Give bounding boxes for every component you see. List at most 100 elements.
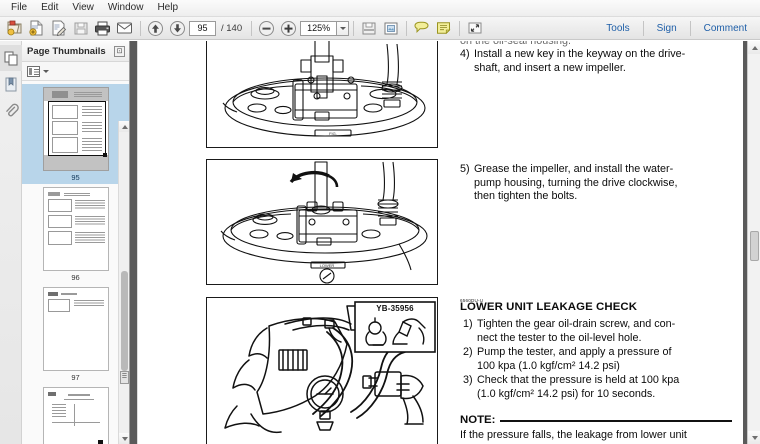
email-button[interactable] [114, 19, 135, 38]
previous-page-icon [148, 20, 163, 36]
fit-width-button[interactable] [358, 19, 379, 38]
menu-bar: File Edit View Window Help [0, 0, 760, 17]
step-5-body: Grease the impeller, and install the wat… [474, 163, 678, 203]
check-step-2-body: Pump the tester, and apply a pressure of… [477, 346, 672, 372]
figure-2-artwork: LOWER [220, 161, 428, 284]
page-total-label: / 140 [221, 22, 243, 34]
zoom-dropdown-button[interactable] [336, 20, 350, 36]
zoom-out-button[interactable] [256, 19, 277, 38]
print-icon [95, 21, 110, 35]
create-pdf-button[interactable] [26, 19, 47, 38]
scroll-up-button[interactable] [119, 121, 129, 132]
scroll-down-button[interactable] [119, 433, 129, 444]
next-page-icon [170, 20, 185, 36]
edit-pdf-button[interactable] [48, 19, 69, 38]
thumbnail-item[interactable]: 95 [22, 84, 129, 184]
note-label: NOTE: [460, 414, 496, 426]
print-button[interactable] [92, 19, 113, 38]
sign-button[interactable]: Sign [656, 23, 677, 34]
doc-scroll-down-button[interactable] [748, 431, 760, 444]
toolbar-separator-5 [459, 20, 461, 36]
create-pdf-icon [29, 20, 43, 36]
thumbnail-item[interactable]: 96 [22, 184, 129, 284]
options-menu-icon[interactable] [27, 65, 40, 77]
fullscreen-button[interactable] [464, 19, 485, 38]
thumbnail-item[interactable]: 97 [22, 284, 129, 384]
step-4: 4) Install a new key in the keyway on th… [460, 48, 736, 75]
sticky-note-button[interactable] [433, 19, 454, 38]
step-4-body: Install a new key in the keyway on the d… [474, 48, 686, 74]
panel-header: Page Thumbnails ⊡ [22, 41, 129, 62]
save-icon [74, 22, 87, 34]
edit-pdf-icon [52, 20, 67, 36]
save-button[interactable] [70, 19, 91, 38]
next-page-button[interactable] [167, 19, 188, 38]
step-5-marker: 5) [460, 163, 470, 175]
figure-3-artwork [224, 301, 436, 434]
collapse-panel-button[interactable]: ⊡ [114, 46, 125, 57]
document-scrollbar[interactable] [747, 41, 760, 444]
check-step-2: 2) Pump the tester, and apply a pressure… [463, 346, 741, 373]
figure-water-pump-housing: LOWER [206, 159, 438, 285]
triangle-down-icon [121, 436, 128, 441]
svg-text:LOWER: LOWER [320, 263, 335, 268]
doc-scroll-up-button[interactable] [748, 41, 760, 54]
zoom-in-button[interactable] [278, 19, 299, 38]
highlight-text-button[interactable] [411, 19, 432, 38]
open-file-button[interactable] [4, 19, 25, 38]
menu-item-view[interactable]: View [72, 2, 94, 13]
workspace: Page Thumbnails ⊡ [0, 41, 760, 444]
fit-width-icon [362, 22, 376, 34]
check-step-1-marker: 1) [463, 318, 473, 330]
thumbnail-item[interactable]: 98 [22, 384, 129, 444]
zoom-level-input[interactable]: 125% [300, 20, 337, 36]
menu-item-window[interactable]: Window [107, 2, 144, 13]
doc-scrollbar-thumb[interactable] [750, 231, 759, 261]
menu-item-help[interactable]: Help [157, 2, 179, 13]
triangle-down-icon [751, 435, 758, 440]
scrollbar-grip[interactable]: ☰ [120, 371, 129, 384]
section-code: 6560DU-U [460, 298, 484, 303]
check-step-3-marker: 3) [463, 374, 473, 386]
page-thumbnails-panel: Page Thumbnails ⊡ [22, 41, 130, 444]
thumbnails-scroll-area[interactable]: 95 96 [22, 81, 129, 444]
navigation-rail [0, 41, 22, 444]
step-4-marker: 4) [460, 48, 470, 60]
page-thumbnails-icon [3, 50, 18, 66]
rail-button-bookmarks[interactable] [0, 71, 22, 97]
tool-code-label: YB-35956 [376, 304, 414, 313]
page-number-input[interactable]: 95 [189, 20, 216, 36]
rail-button-attachments[interactable] [0, 97, 22, 123]
snapshot-button[interactable] [380, 19, 401, 38]
options-chevron-down-icon[interactable] [43, 69, 49, 73]
panel-splitter[interactable] [130, 41, 137, 444]
chevron-down-icon [339, 26, 346, 30]
thumbnail-page-image [42, 287, 109, 371]
menu-item-file[interactable]: File [11, 2, 28, 13]
check-step-3: 3) Check that the pressure is held at 10… [463, 374, 741, 401]
sticky-note-icon [437, 21, 451, 34]
check-step-1: 1) Tighten the gear oil-drain screw, and… [463, 318, 741, 345]
check-step-3-body: Check that the pressure is held at 100 k… [477, 374, 680, 400]
comment-button[interactable]: Comment [703, 23, 747, 34]
tools-button[interactable]: Tools [606, 23, 630, 34]
triangle-up-icon [751, 45, 758, 50]
document-frame-edge [743, 41, 747, 444]
menu-item-edit[interactable]: Edit [41, 2, 59, 13]
figure-leakage-tester: YB-35956 [206, 297, 438, 444]
highlight-text-icon [414, 21, 429, 33]
rail-button-page-thumbnails[interactable] [0, 45, 22, 71]
continued-line: on the oil-seal housing. [460, 41, 572, 47]
thumbnails-scrollbar[interactable]: ☰ [118, 121, 129, 444]
figure-1-artwork: FIG. [222, 41, 426, 137]
toolbar: 95 / 140 125% [0, 17, 760, 40]
open-file-icon [7, 20, 22, 36]
zoom-in-icon [281, 20, 297, 36]
document-view[interactable]: FIG. [137, 41, 760, 444]
email-icon [117, 22, 132, 34]
scrollbar-thumb[interactable] [121, 271, 128, 371]
crop-selection-box [47, 101, 107, 157]
thumbnail-page-image [42, 87, 109, 171]
attachments-icon [5, 103, 19, 116]
previous-page-button[interactable] [145, 19, 166, 38]
